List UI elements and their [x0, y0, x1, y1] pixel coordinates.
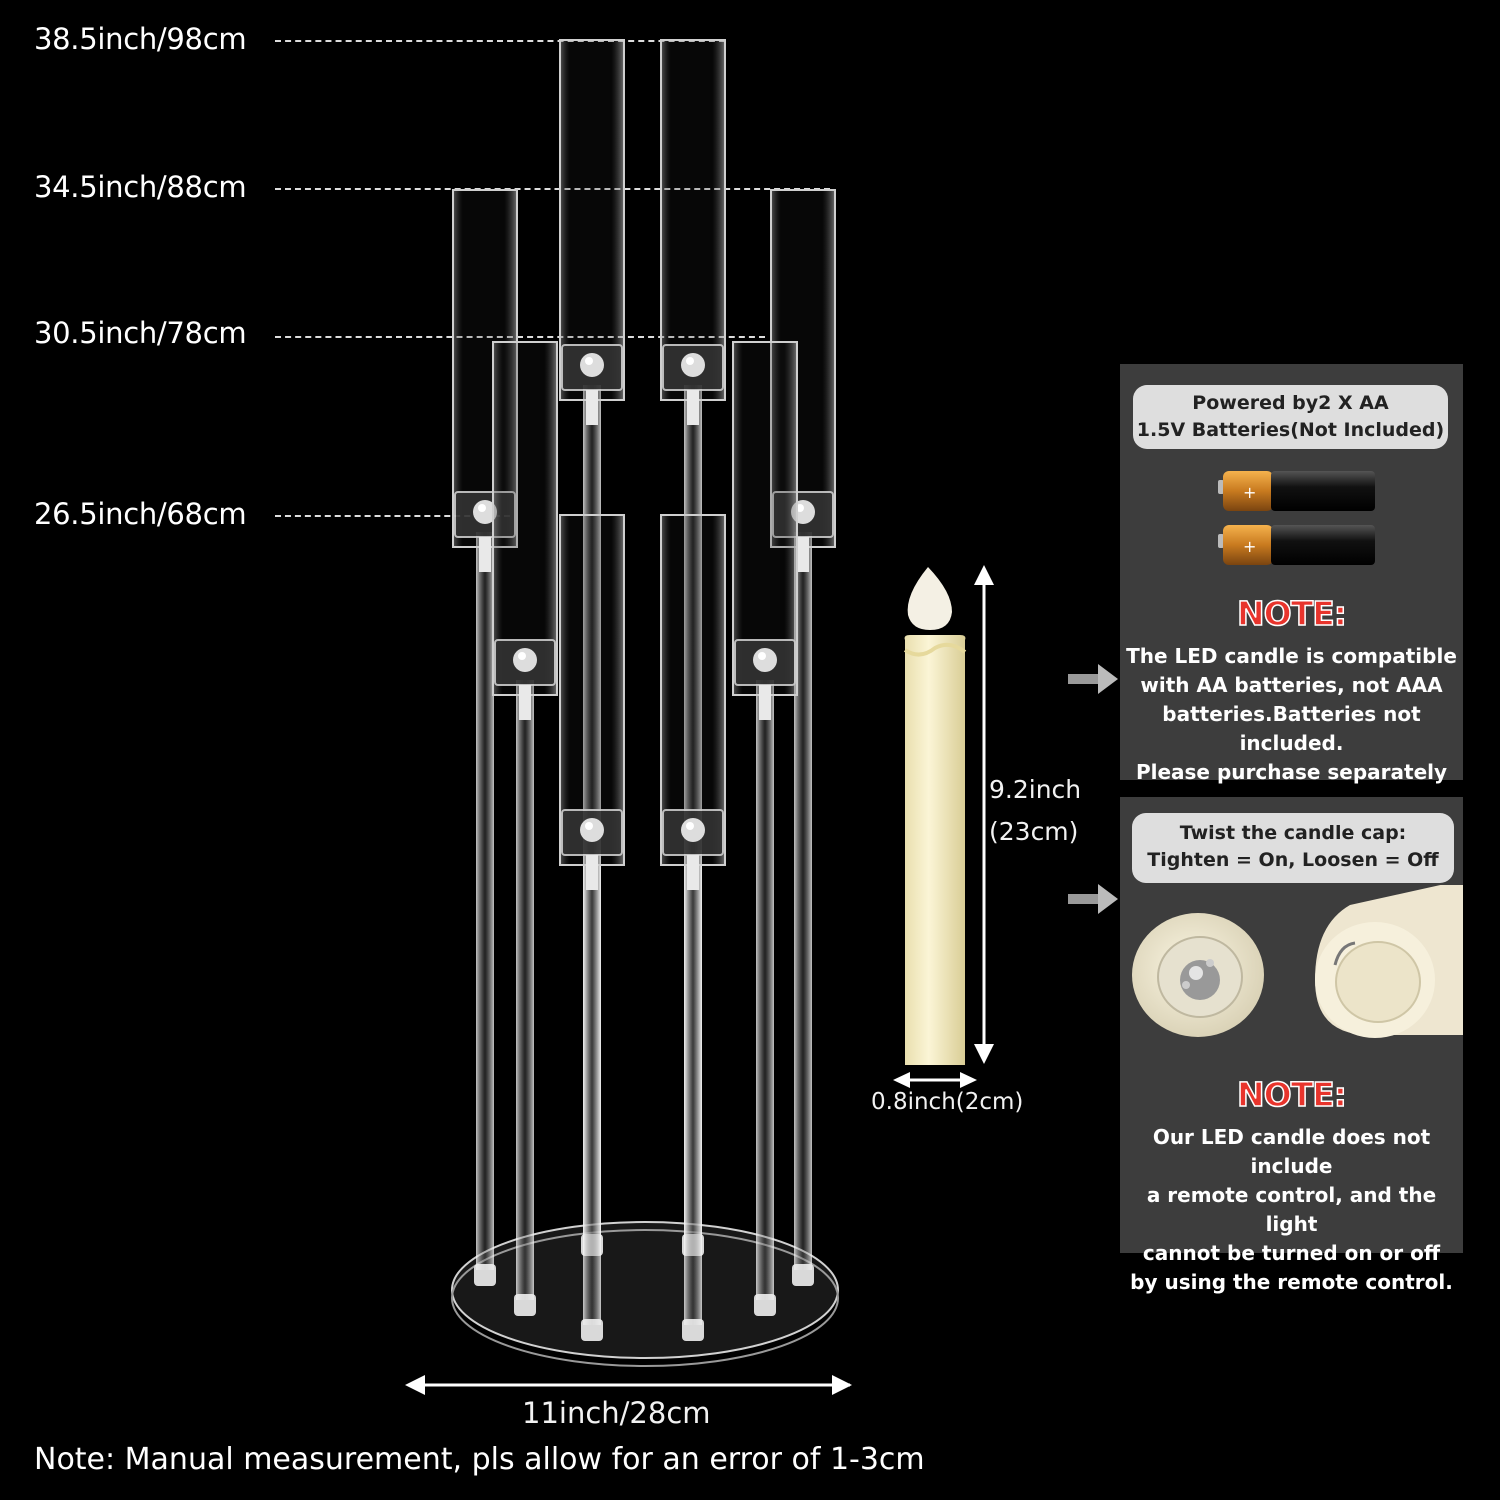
- battery-pill-line2: 1.5V Batteries(Not Included): [1136, 419, 1445, 441]
- height-guide-68cm: [275, 515, 510, 517]
- base-width-label: 11inch/28cm: [522, 1396, 711, 1430]
- cap-info-panel: Twist the candle cap: Tighten = On, Loos…: [1120, 797, 1463, 1294]
- height-guide-88cm: [275, 188, 830, 190]
- cap-pill-line2: Tighten = On, Loosen = Off: [1147, 849, 1439, 871]
- cap-note-title: NOTE:: [1236, 1074, 1347, 1115]
- cap-note-text: Our LED candle does not include a remote…: [1130, 1125, 1453, 1294]
- candle-holder-arm: [732, 341, 798, 1316]
- battery-note-text: The LED candle is compatible with AA bat…: [1126, 644, 1457, 784]
- candle-holder-arm: [660, 514, 726, 1341]
- aa-batteries-icon: + +: [1218, 471, 1375, 565]
- height-guide-98cm: [275, 40, 725, 42]
- candle-cap-photos: [1132, 885, 1463, 1038]
- height-label-78cm: 30.5inch/78cm: [34, 316, 247, 350]
- candle-holder-arm: [559, 514, 625, 1341]
- cap-pill-line1: Twist the candle cap:: [1179, 822, 1407, 844]
- candle-width-label: 0.8inch(2cm): [871, 1089, 1024, 1115]
- base-width-arrow-left: [405, 1375, 425, 1395]
- battery-requirement-pill: Powered by2 X AA 1.5V Batteries(Not Incl…: [1133, 385, 1448, 449]
- height-guide-78cm: [275, 336, 765, 338]
- candle-flame-bulb: [907, 567, 952, 630]
- base-disc-edge: [451, 1229, 839, 1367]
- candle-height-label-cm: (23cm): [989, 817, 1079, 846]
- candle-holder-arm: [492, 341, 558, 1316]
- measurement-footnote: Note: Manual measurement, pls allow for …: [34, 1442, 925, 1477]
- svg-text:+: +: [1243, 537, 1256, 556]
- candle-cap-icon: [1132, 913, 1264, 1037]
- base-width-arrow-right: [832, 1375, 852, 1395]
- height-label-68cm: 26.5inch/68cm: [34, 497, 247, 531]
- battery-pill-line1: Powered by2 X AA: [1192, 392, 1389, 414]
- height-label-88cm: 34.5inch/88cm: [34, 170, 247, 204]
- candle-body-open-icon: [1315, 885, 1463, 1038]
- arrow-to-cap-panel: [1068, 884, 1118, 914]
- led-candle: [903, 567, 967, 1065]
- cap-twist-pill: Twist the candle cap: Tighten = On, Loos…: [1132, 813, 1454, 883]
- battery-note-title: NOTE:: [1236, 593, 1347, 634]
- battery-info-panel: Powered by2 X AA 1.5V Batteries(Not Incl…: [1120, 364, 1463, 784]
- base-disc: [451, 1221, 839, 1359]
- svg-text:+: +: [1243, 483, 1256, 502]
- candle-height-label: 9.2inch: [989, 775, 1082, 804]
- arrow-to-battery-panel: [1068, 664, 1118, 694]
- height-label-98cm: 38.5inch/98cm: [34, 22, 247, 56]
